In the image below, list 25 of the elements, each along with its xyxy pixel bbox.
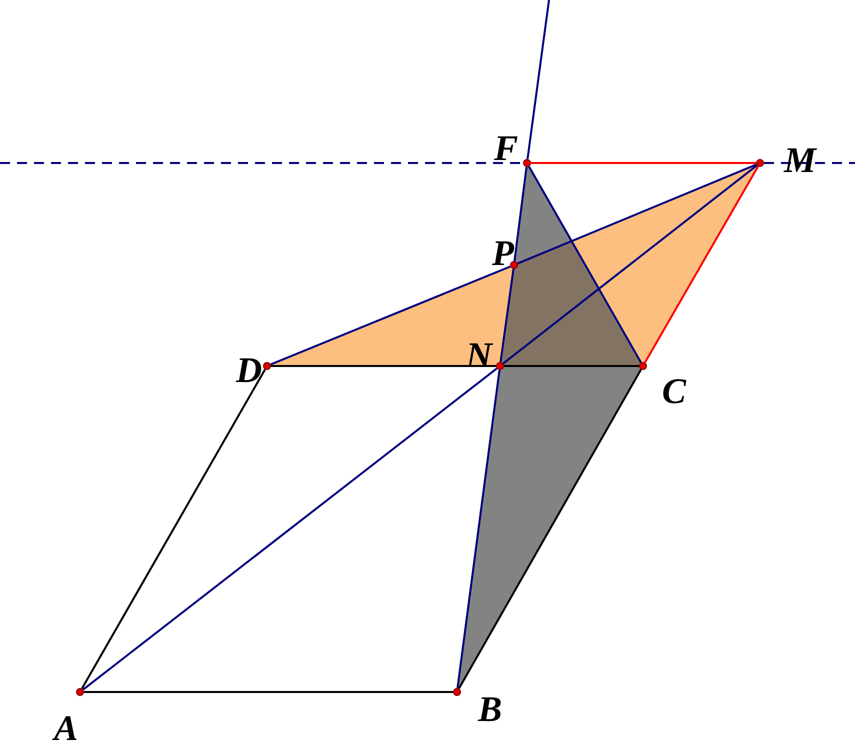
line-segment bbox=[526, 0, 550, 160]
line-segment bbox=[644, 166, 759, 364]
dashed-line bbox=[0, 162, 523, 164]
line-segment bbox=[270, 266, 511, 366]
point-label: D bbox=[236, 355, 262, 385]
line-segment bbox=[81, 368, 266, 690]
line-segment bbox=[500, 268, 514, 362]
point-label: P bbox=[492, 238, 514, 268]
line-segment bbox=[456, 370, 500, 688]
dashed-line bbox=[764, 162, 855, 164]
line-segment bbox=[531, 162, 756, 164]
line-segment bbox=[458, 368, 642, 690]
point-label: B bbox=[478, 694, 502, 724]
line-segment bbox=[82, 368, 498, 690]
line-segment bbox=[528, 166, 642, 364]
point-label: A bbox=[54, 713, 78, 743]
point-label: C bbox=[662, 376, 686, 406]
line-segment bbox=[271, 365, 496, 367]
line-segment bbox=[517, 164, 757, 264]
line-segment bbox=[504, 365, 639, 367]
line-segment bbox=[502, 164, 758, 364]
line-segment bbox=[84, 691, 453, 693]
line-segment bbox=[514, 166, 528, 262]
point-label: M bbox=[784, 145, 816, 175]
point-label: F bbox=[494, 133, 518, 163]
